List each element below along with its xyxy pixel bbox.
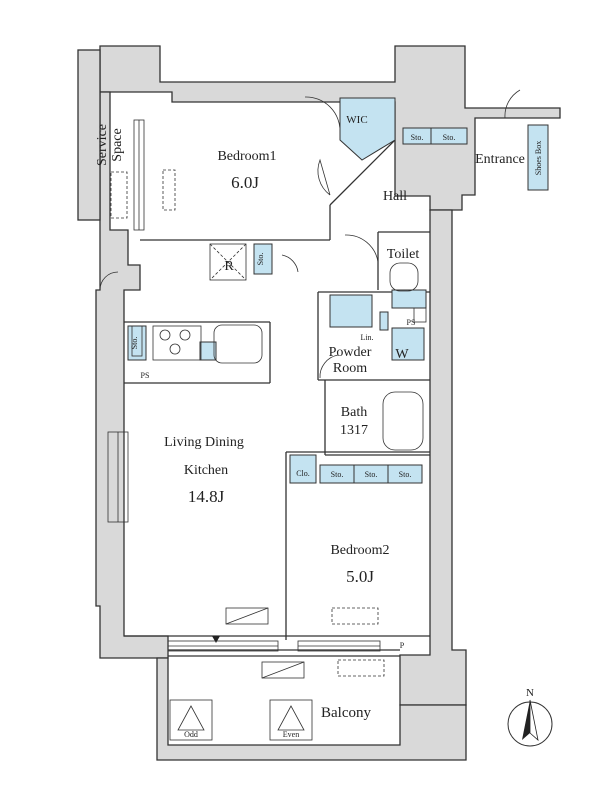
room-name-ldk-line1: Living Dining: [164, 435, 244, 450]
refrigerator-symbol: R: [224, 259, 234, 274]
room-name-powder-line1: Powder: [329, 345, 372, 360]
room-area-ldk: 14.8J: [188, 487, 225, 506]
walls: [77, 45, 561, 761]
hall-storage-2: [430, 127, 468, 145]
interior-walls: [124, 139, 430, 657]
bedroom2-sto-label-3: Sto.: [399, 470, 412, 479]
washer-symbol: W: [395, 347, 409, 362]
linen-storage: [379, 311, 389, 331]
shoes-box: [527, 124, 549, 191]
room-code-bath: 1317: [340, 423, 368, 438]
wic-closet: [339, 97, 396, 161]
bedroom1-sto-label: Sto.: [256, 253, 265, 266]
room-name-bedroom2: Bedroom2: [330, 543, 389, 558]
clo-label: Clo.: [296, 469, 310, 478]
entrance-marker: [212, 636, 220, 643]
room-area-bedroom1: 6.0J: [231, 173, 259, 192]
ps-label-toilet: PS: [407, 318, 416, 327]
hall-sto-label-1: Sto.: [411, 133, 424, 142]
room-name-hall: Hall: [383, 189, 407, 204]
outdoor-unit-even-label: Even: [283, 730, 299, 739]
room-name-balcony: Balcony: [321, 705, 371, 721]
bedroom2-sto-label-2: Sto.: [365, 470, 378, 479]
room-name-bedroom1: Bedroom1: [217, 149, 276, 164]
toilet-blue: [391, 289, 427, 309]
ps-label-kitchen: PS: [141, 371, 150, 380]
pipe-space-label: P: [400, 641, 405, 650]
linen-label: Lin.: [360, 333, 373, 342]
kitchen-blue-box: [199, 341, 217, 361]
room-name-entrance: Entrance: [475, 152, 525, 167]
windows: [107, 119, 381, 652]
wic-label: WIC: [346, 114, 367, 126]
north-arrow: [507, 699, 553, 747]
hall-sto-label-2: Sto.: [443, 133, 456, 142]
room-area-bedroom2: 5.0J: [346, 567, 374, 586]
room-name-bath: Bath: [341, 405, 367, 420]
service-space-line1: Service: [95, 124, 110, 166]
sink-blue: [329, 294, 373, 328]
service-space-line2: Space: [110, 128, 125, 161]
kitchen-sto-label: Sto.: [130, 337, 139, 350]
storage-units: [127, 97, 549, 484]
bedroom2-storage-3: [387, 464, 423, 484]
bedroom2-closet: [289, 454, 317, 484]
fixtures: [110, 169, 427, 679]
room-name-toilet: Toilet: [387, 247, 420, 262]
outdoor-units: [169, 699, 313, 741]
north-label: N: [526, 687, 534, 699]
shoes-box-label: Shoes Box: [534, 141, 543, 175]
washer-space: [391, 327, 425, 361]
room-name-powder-line2: Room: [333, 361, 367, 376]
bedroom2-sto-label-1: Sto.: [331, 470, 344, 479]
bedroom1-storage: [253, 243, 273, 275]
outdoor-unit-odd-label: Odd: [184, 730, 198, 739]
room-name-ldk-line2: Kitchen: [184, 463, 228, 478]
